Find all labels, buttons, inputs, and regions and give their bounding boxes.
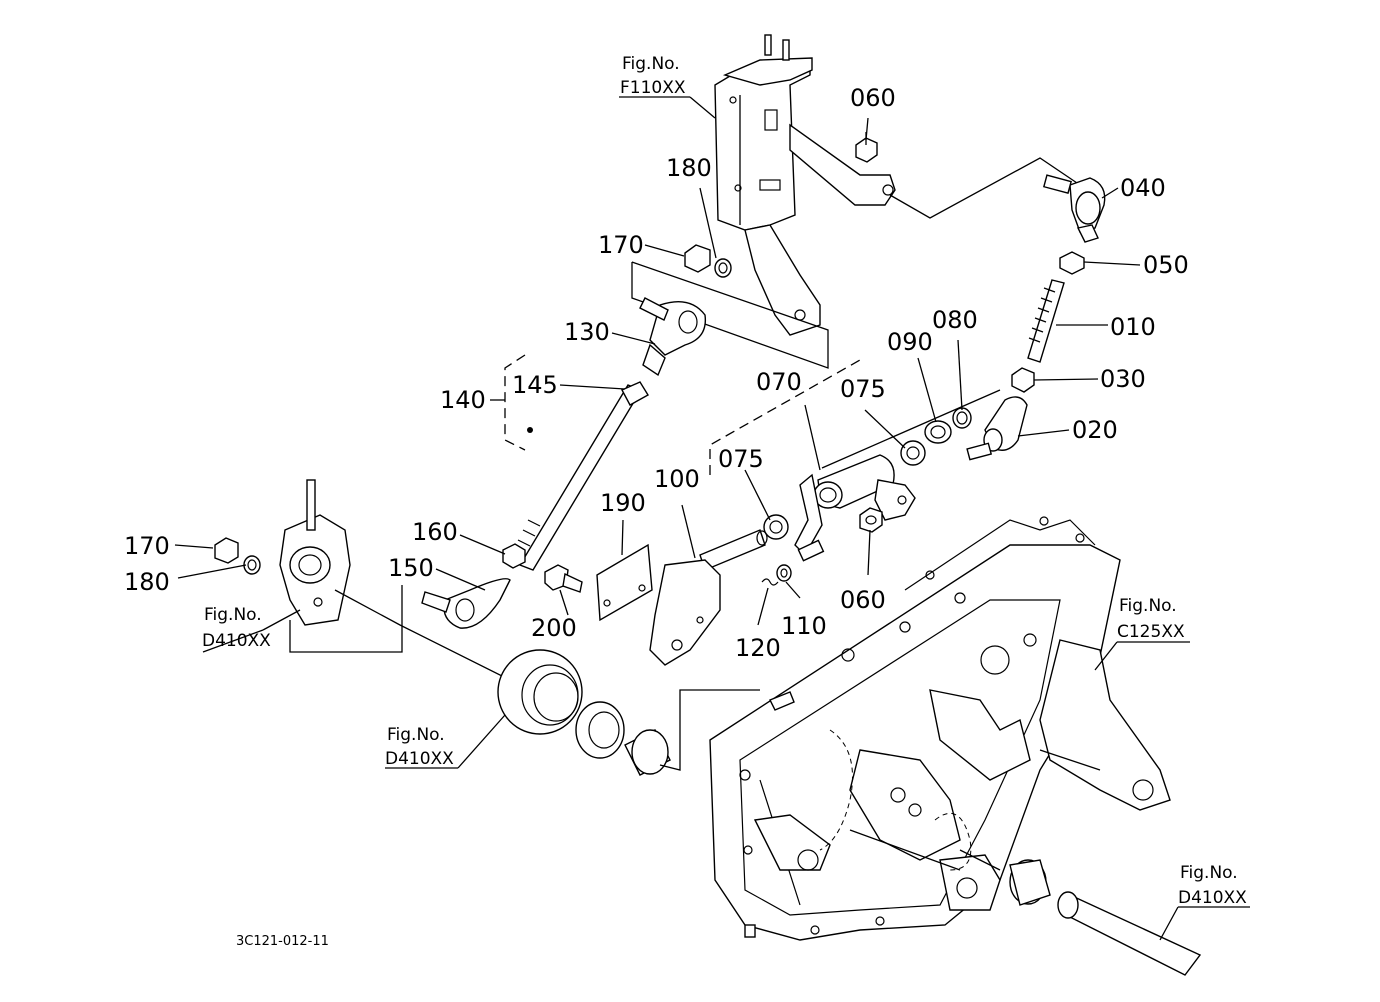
- label-160: 160: [412, 518, 458, 546]
- pedal-shaft-100: [649, 529, 768, 666]
- nut-170-left: [214, 537, 239, 564]
- washer-180-top: [714, 258, 732, 278]
- bearing-d410: [497, 649, 583, 735]
- label-075-right: 075: [840, 375, 886, 403]
- label-050: 050: [1143, 251, 1189, 279]
- label-180-left: 180: [124, 568, 170, 596]
- fig-ref-d410-right-title: Fig.No.: [1180, 863, 1238, 883]
- figure-references: Fig.No. F110XX Fig.No. D410XX Fig.No. D4…: [202, 54, 1247, 908]
- rod-end-130: [639, 297, 707, 377]
- shaft-d410-right: [959, 849, 1202, 976]
- label-040: 040: [1120, 174, 1166, 202]
- fig-ref-d410-left-code: D410XX: [202, 631, 271, 651]
- diagram-code: 3C121-012-11: [236, 934, 329, 949]
- label-120: 120: [735, 634, 781, 662]
- transmission-housing-c125: [709, 516, 1171, 941]
- label-130: 130: [564, 318, 610, 346]
- lever-arm-070: [794, 454, 916, 562]
- label-010: 010: [1110, 313, 1156, 341]
- label-190: 190: [600, 489, 646, 517]
- threaded-rod-010: [1027, 279, 1065, 363]
- fig-ref-d410-mid-code: D410XX: [385, 749, 454, 769]
- label-100: 100: [654, 465, 700, 493]
- plate-190: [596, 543, 653, 622]
- label-180-top: 180: [666, 154, 712, 182]
- washer-090: [924, 420, 952, 444]
- arm-left-d410: [279, 479, 351, 626]
- label-080: 080: [932, 306, 978, 334]
- label-075-left: 075: [718, 445, 764, 473]
- bushing-075-left: [763, 514, 789, 540]
- bushing-d410: [624, 729, 671, 776]
- nut-170-top: [684, 244, 711, 273]
- nut-060-mid: [859, 507, 883, 533]
- seal-d410: [575, 701, 625, 759]
- pedal-bracket: [714, 34, 896, 336]
- fig-ref-d410-mid-title: Fig.No.: [387, 725, 445, 745]
- label-090: 090: [887, 328, 933, 356]
- rod-140: [517, 381, 649, 571]
- label-170-left: 170: [124, 532, 170, 560]
- clip-080: [952, 407, 972, 429]
- part-number-labels: 060 040 050 010 030 020 180 170 130 145 …: [124, 84, 1189, 662]
- label-170-top: 170: [598, 231, 644, 259]
- label-110: 110: [781, 612, 827, 640]
- label-020: 020: [1072, 416, 1118, 444]
- label-145: 145: [512, 371, 558, 399]
- rod-end-150: [421, 578, 511, 629]
- bolt-200: [544, 564, 583, 593]
- label-060-top: 060: [850, 84, 896, 112]
- label-150: 150: [388, 554, 434, 582]
- nut-050: [1059, 251, 1085, 275]
- ball-joint-020: [966, 396, 1028, 461]
- nut-030: [1011, 367, 1035, 393]
- fig-ref-d410-right-code: D410XX: [1178, 888, 1247, 908]
- label-200: 200: [531, 614, 577, 642]
- nut-160: [502, 543, 526, 569]
- label-060-mid: 060: [840, 586, 886, 614]
- fig-ref-f110-title: Fig.No.: [622, 54, 680, 74]
- fig-ref-d410-left-title: Fig.No.: [204, 605, 262, 625]
- label-030: 030: [1100, 365, 1146, 393]
- fig-ref-c125-title: Fig.No.: [1119, 596, 1177, 616]
- spring-110: [776, 564, 792, 582]
- fig-ref-c125-code: C125XX: [1117, 622, 1185, 642]
- bushing-075-right: [900, 440, 926, 466]
- label-070: 070: [756, 368, 802, 396]
- fig-ref-f110-code: F110XX: [620, 78, 686, 98]
- label-140: 140: [440, 386, 486, 414]
- clip-120: [761, 578, 779, 586]
- washer-180-left: [243, 555, 261, 575]
- ball-joint-040: [1042, 174, 1106, 243]
- leader-lines: [174, 96, 1250, 941]
